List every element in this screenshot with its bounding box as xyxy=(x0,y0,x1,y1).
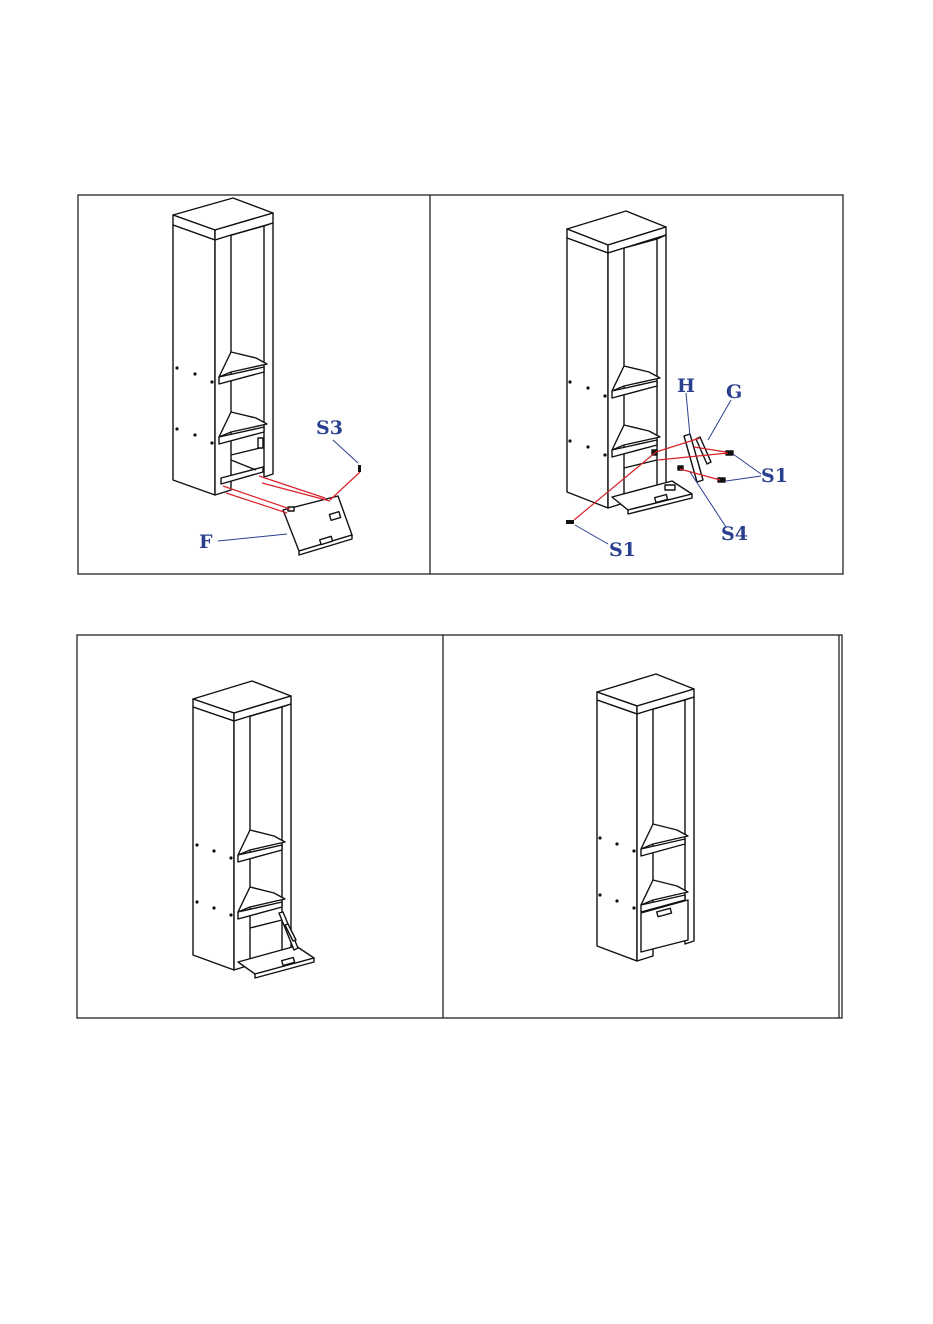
step-1-screw-s3 xyxy=(358,465,361,472)
label-h: H xyxy=(677,375,695,397)
bottom-frame xyxy=(77,635,842,1018)
label-s3: S3 xyxy=(316,417,343,439)
label-g: G xyxy=(726,381,742,403)
step-2-panel xyxy=(567,211,733,514)
step-1-leader-f xyxy=(218,534,287,541)
label-s1-left: S1 xyxy=(609,539,636,561)
step-2-screw-s1-left xyxy=(566,520,574,524)
label-f: F xyxy=(199,531,213,553)
step-4-panel xyxy=(597,674,694,961)
label-s4: S4 xyxy=(721,523,748,545)
label-s1-right: S1 xyxy=(761,465,788,487)
step-1-panel xyxy=(173,198,352,555)
step-1-leader-s3 xyxy=(333,440,358,463)
step-3-panel xyxy=(193,681,314,978)
